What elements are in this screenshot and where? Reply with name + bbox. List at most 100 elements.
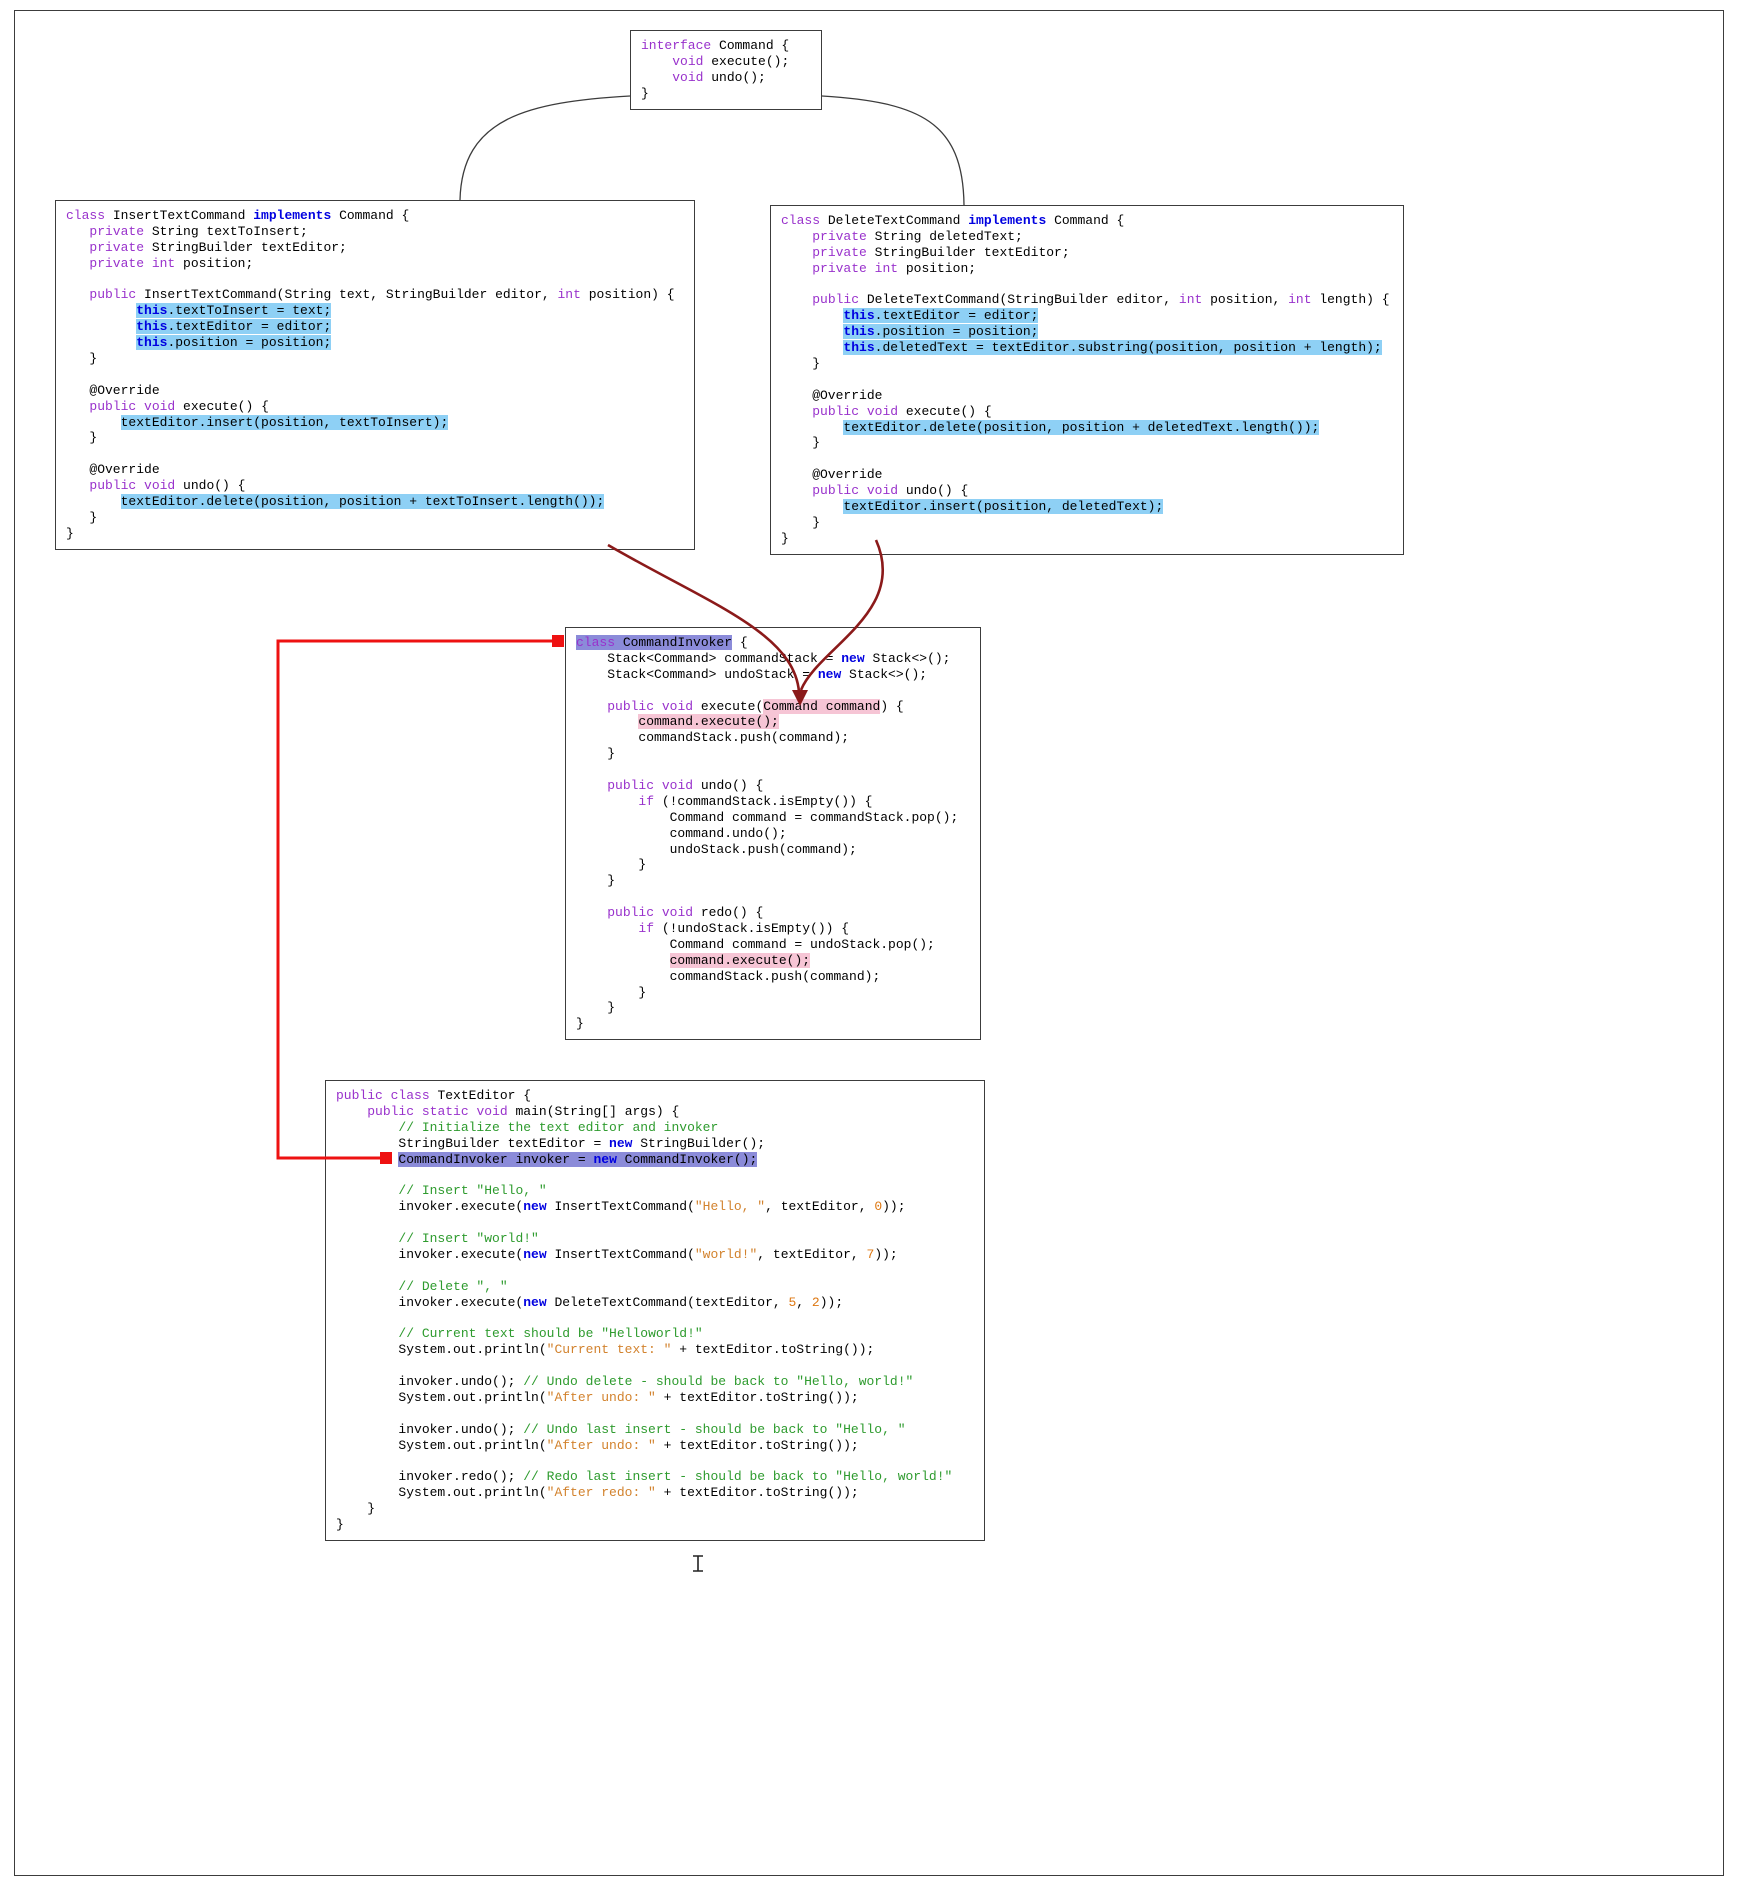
code-line: } — [781, 530, 789, 546]
code-line: commandStack.push(command); — [576, 730, 850, 746]
code-line — [336, 1167, 974, 1183]
code-line — [336, 1310, 974, 1326]
code-line: } — [576, 873, 616, 889]
code-line: Stack<Command> commandStack = new Stack<… — [576, 650, 951, 666]
code-line: class CommandInvoker { — [576, 635, 748, 650]
code-line: command.execute(); — [669, 952, 811, 968]
code-line: invoker.undo(); // Undo delete - should … — [336, 1374, 914, 1390]
code-line: interface Command { — [641, 38, 790, 53]
code-line: } — [66, 351, 98, 367]
code-line: @Override — [66, 382, 160, 398]
code-line: void undo(); — [672, 69, 766, 85]
code-line: public class TextEditor { — [336, 1088, 532, 1103]
code-line: invoker.execute(new InsertTextCommand("H… — [336, 1199, 906, 1215]
code-line: Command command = undoStack.pop(); — [576, 936, 935, 952]
code-line: void execute(); — [672, 53, 790, 69]
code-line — [66, 367, 684, 383]
code-line: } — [576, 984, 647, 1000]
code-line: commandStack.push(command); — [576, 968, 881, 984]
code-line: } — [336, 1501, 376, 1517]
code-line — [576, 762, 970, 778]
code-line: private StringBuilder textEditor; — [812, 244, 1070, 260]
code-line: private String deletedText; — [812, 228, 1023, 244]
command-interface-box: interface Command { void execute(); void… — [630, 30, 822, 110]
insert-text-command-box: class InsertTextCommand implements Comma… — [55, 200, 695, 550]
text-editor-code: public class TextEditor { public static … — [336, 1088, 974, 1533]
code-line: } — [781, 514, 821, 530]
command-interface-code: interface Command { void execute(); void… — [641, 38, 811, 102]
code-line: undoStack.push(command); — [576, 841, 857, 857]
insert-text-command-code: class InsertTextCommand implements Comma… — [66, 208, 684, 542]
code-line: } — [576, 1016, 584, 1032]
code-line: Stack<Command> undoStack = new Stack<>()… — [576, 666, 928, 682]
code-line: public DeleteTextCommand(StringBuilder e… — [812, 292, 1390, 308]
code-line — [336, 1453, 974, 1469]
code-line — [66, 272, 684, 288]
code-line: } — [336, 1517, 344, 1533]
code-line: } — [641, 85, 649, 101]
code-line: @Override — [66, 462, 160, 478]
code-line — [336, 1215, 974, 1231]
code-line: private StringBuilder textEditor; — [89, 239, 347, 255]
code-line: } — [66, 430, 98, 446]
delete-text-command-code: class DeleteTextCommand implements Comma… — [781, 213, 1393, 547]
code-line: System.out.println("After redo: " + text… — [336, 1485, 859, 1501]
code-line: // Initialize the text editor and invoke… — [398, 1119, 719, 1135]
code-line: } — [781, 435, 821, 451]
code-line — [781, 277, 1393, 293]
code-line: public void undo() { — [89, 478, 246, 494]
code-line: private String textToInsert; — [89, 223, 308, 239]
code-line: class InsertTextCommand implements Comma… — [66, 208, 410, 223]
code-line: private int position; — [812, 260, 977, 276]
code-line: invoker.redo(); // Redo last insert - sh… — [336, 1469, 953, 1485]
code-line: } — [576, 857, 647, 873]
code-line — [781, 372, 1393, 388]
code-line: } — [66, 509, 98, 525]
code-line: public void execute() { — [89, 398, 269, 414]
code-line: textEditor.delete(position, position + d… — [843, 419, 1320, 435]
code-line: this.position = position; — [843, 324, 1039, 340]
code-line: invoker.execute(new InsertTextCommand("w… — [336, 1246, 898, 1262]
code-line: } — [66, 525, 74, 541]
code-line: public void execute(Command command) { — [607, 698, 904, 714]
code-line: this.textEditor = editor; — [843, 308, 1039, 324]
code-line: } — [576, 1000, 616, 1016]
code-line: CommandInvoker invoker = new CommandInvo… — [398, 1151, 758, 1167]
code-line: public void execute() { — [812, 403, 992, 419]
code-line: public static void main(String[] args) { — [367, 1103, 680, 1119]
code-line: public void undo() { — [607, 778, 764, 794]
code-line — [336, 1358, 974, 1374]
code-line: System.out.println("After undo: " + text… — [336, 1389, 859, 1405]
code-line: public InsertTextCommand(String text, St… — [89, 287, 675, 303]
code-line — [66, 446, 684, 462]
code-line: textEditor.insert(position, deletedText)… — [843, 499, 1164, 515]
text-editor-box: public class TextEditor { public static … — [325, 1080, 985, 1541]
code-line: } — [576, 746, 616, 762]
code-line: // Delete ", " — [398, 1278, 508, 1294]
code-line: this.position = position; — [136, 335, 332, 351]
code-line: private int position; — [89, 255, 254, 271]
code-line — [336, 1263, 974, 1279]
code-line — [576, 889, 970, 905]
command-invoker-code: class CommandInvoker { Stack<Command> co… — [576, 635, 970, 1032]
code-line: command.undo(); — [576, 825, 787, 841]
code-line: class DeleteTextCommand implements Comma… — [781, 213, 1125, 228]
delete-text-command-box: class DeleteTextCommand implements Comma… — [770, 205, 1404, 555]
code-line: System.out.println("Current text: " + te… — [336, 1342, 875, 1358]
code-line: public void undo() { — [812, 483, 969, 499]
code-line: Command command = commandStack.pop(); — [576, 809, 959, 825]
code-line — [576, 683, 970, 699]
code-line: invoker.undo(); // Undo last insert - sh… — [336, 1421, 906, 1437]
code-line: if (!commandStack.isEmpty()) { — [638, 793, 873, 809]
code-line: // Insert "world!" — [398, 1231, 539, 1247]
code-line: @Override — [781, 387, 883, 403]
code-line: textEditor.insert(position, textToInsert… — [120, 414, 449, 430]
command-invoker-box: class CommandInvoker { Stack<Command> co… — [565, 627, 981, 1041]
code-line: this.deletedText = textEditor.substring(… — [843, 340, 1382, 356]
code-line: // Insert "Hello, " — [398, 1183, 547, 1199]
code-line: this.textEditor = editor; — [136, 319, 332, 335]
code-line: invoker.execute(new DeleteTextCommand(te… — [336, 1294, 844, 1310]
outer-frame — [14, 10, 1724, 1876]
code-line: textEditor.delete(position, position + t… — [120, 494, 605, 510]
